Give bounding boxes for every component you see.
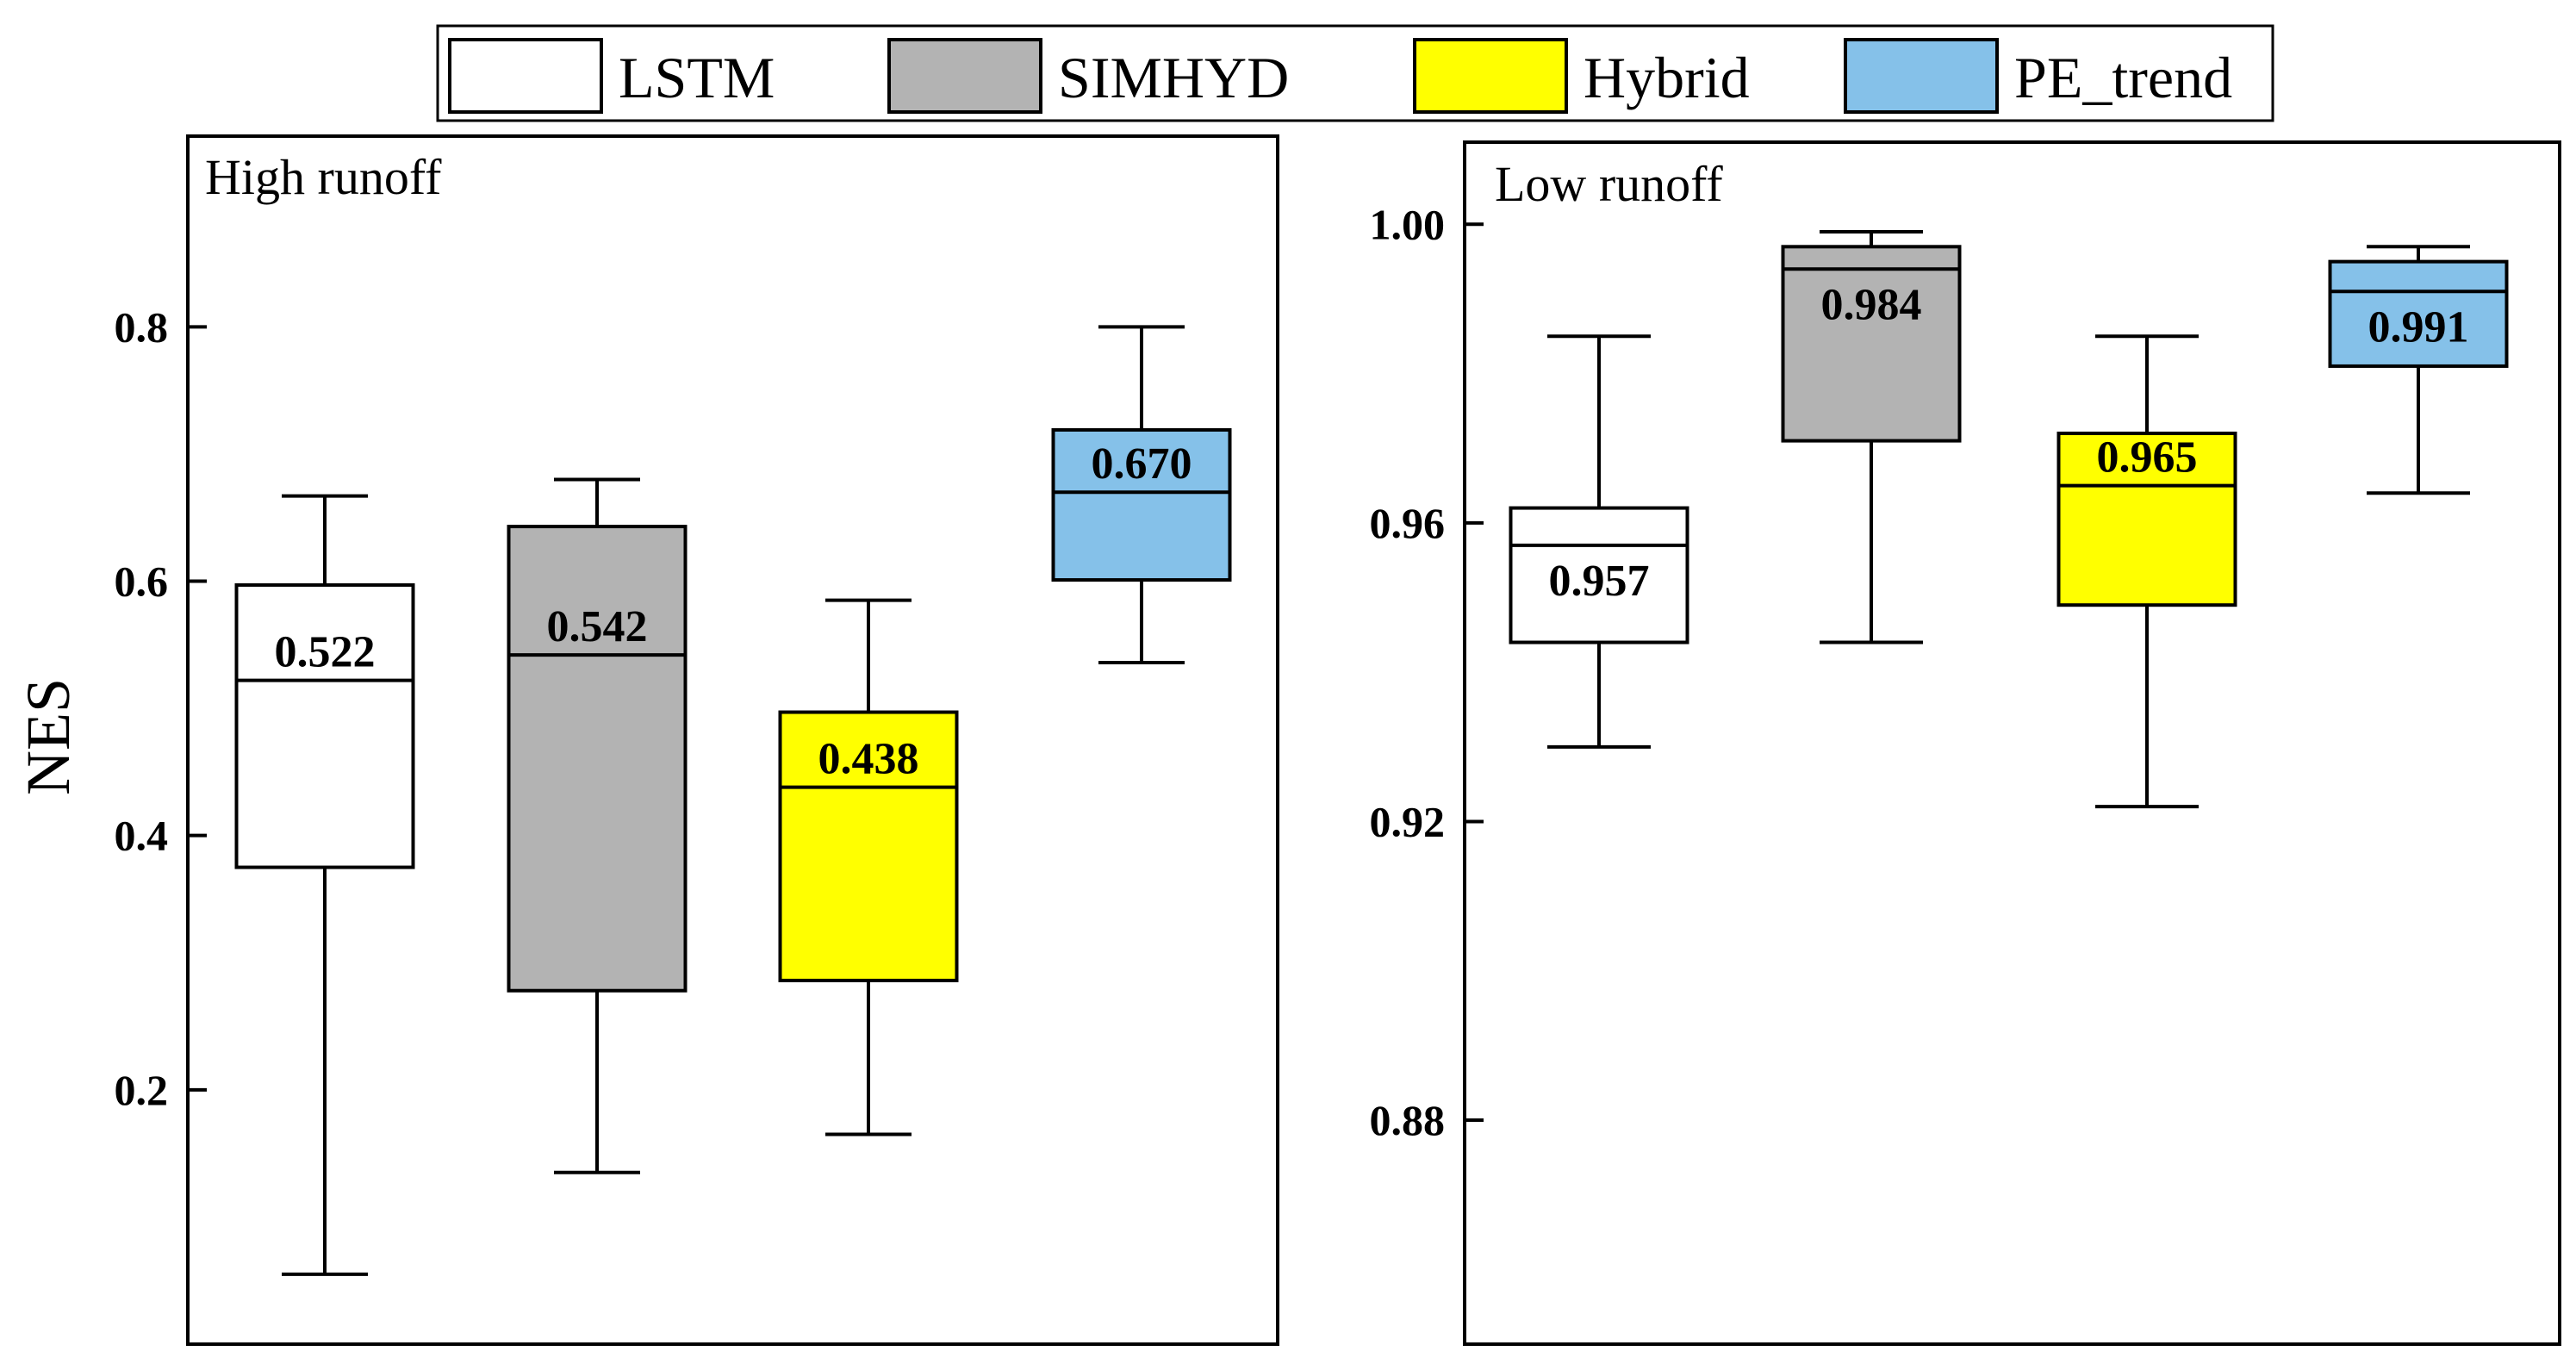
y-tick-label: 0.96 — [1370, 499, 1446, 547]
median-value-label: 0.438 — [818, 735, 919, 784]
iqr-box — [1781, 245, 1962, 443]
box-simhyd: 0.984 — [1781, 229, 1962, 645]
box-pe-trend: 0.991 — [2328, 245, 2509, 495]
median-value-label: 0.522 — [275, 628, 376, 677]
panel-frame-high-runoff — [186, 134, 1279, 1346]
panel-frame-low-runoff — [1463, 140, 2561, 1346]
median-value-label: 0.984 — [1821, 280, 1922, 329]
iqr-box — [778, 710, 959, 982]
legend-item-pe-trend: PE_trend — [1844, 38, 2232, 114]
box-hybrid: 0.965 — [2056, 334, 2237, 809]
iqr-box — [234, 582, 415, 869]
legend-label-lstm: LSTM — [619, 45, 775, 110]
median-value-label: 0.957 — [1549, 557, 1650, 606]
legend-swatch-simhyd — [887, 38, 1042, 114]
box-pe-trend: 0.670 — [1051, 325, 1232, 664]
legend-label-hybrid: Hybrid — [1584, 45, 1750, 110]
y-ticks-low-runoff: 0.88 0.92 0.96 1.00 — [1370, 200, 1484, 1144]
median-value-label: 0.542 — [547, 602, 648, 651]
iqr-box — [1051, 427, 1232, 582]
y-tick-label: 0.2 — [115, 1066, 169, 1114]
panel-title-high-runoff: High runoff — [205, 149, 442, 205]
y-axis-title: NES — [14, 678, 83, 795]
box-hybrid: 0.438 — [778, 598, 959, 1136]
iqr-box — [2328, 259, 2509, 368]
y-tick-label: 0.6 — [115, 557, 169, 606]
box-simhyd: 0.542 — [507, 477, 688, 1174]
median-value-label: 0.670 — [1092, 439, 1192, 489]
y-tick-label: 0.92 — [1370, 797, 1446, 845]
median-value-label: 0.965 — [2097, 433, 2198, 483]
legend-item-hybrid: Hybrid — [1413, 38, 1750, 114]
legend-label-pe-trend: PE_trend — [2014, 45, 2232, 110]
iqr-box — [2056, 431, 2237, 607]
y-tick-label: 0.4 — [115, 812, 169, 860]
box-lstm: 0.957 — [1509, 334, 1689, 749]
iqr-box — [507, 525, 688, 993]
y-tick-label: 0.8 — [115, 302, 169, 351]
iqr-box — [1509, 506, 1689, 645]
panel-high-runoff: High runoff 0.2 0.4 0.6 0.8 0.522 0.542 0.438… — [115, 134, 1279, 1346]
legend-swatch-pe-trend — [1844, 38, 1999, 114]
legend-swatch-lstm — [448, 38, 603, 114]
legend-item-simhyd: SIMHYD — [887, 38, 1289, 114]
legend-label-simhyd: SIMHYD — [1058, 45, 1289, 110]
median-value-label: 0.991 — [2368, 302, 2469, 352]
y-tick-label: 0.88 — [1370, 1096, 1446, 1144]
boxes-high-runoff: 0.522 0.542 0.438 0.670 — [234, 325, 1232, 1276]
y-ticks-high-runoff: 0.2 0.4 0.6 0.8 — [115, 302, 207, 1114]
panel-low-runoff: Low runoff 0.880.920.961.00 0.9570.9840.… — [1370, 140, 2561, 1346]
panel-title-low-runoff: Low runoff — [1495, 156, 1723, 212]
y-tick-label: 1.00 — [1370, 200, 1446, 248]
legend: LSTM SIMHYD Hybrid PE_trend — [436, 24, 2274, 122]
box-lstm: 0.522 — [234, 494, 415, 1276]
legend-swatch-hybrid — [1413, 38, 1568, 114]
boxes-low-runoff: 0.957 0.984 0.965 0.991 — [1509, 229, 2509, 809]
legend-item-lstm: LSTM — [448, 38, 775, 114]
